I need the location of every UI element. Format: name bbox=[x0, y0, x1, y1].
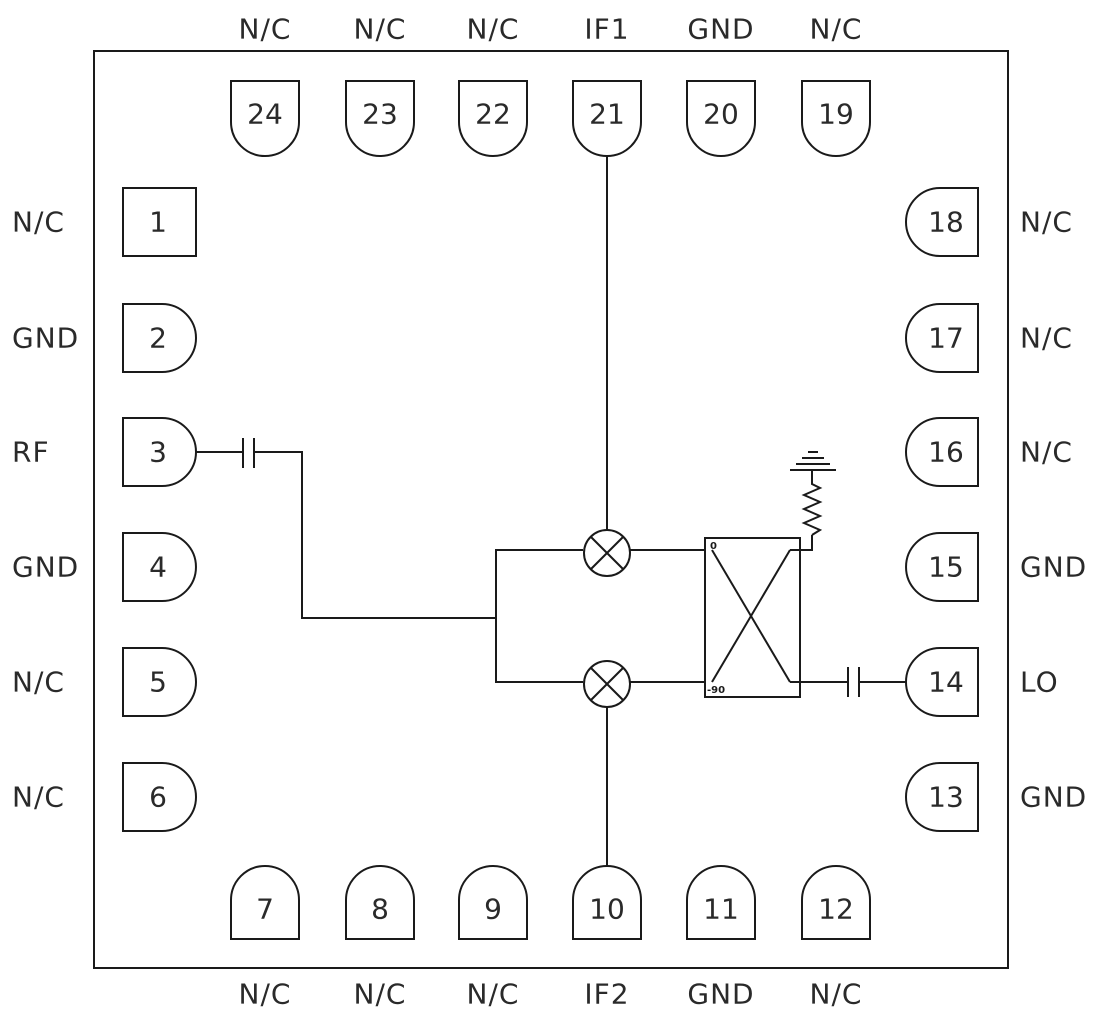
pin-pad-19 bbox=[801, 80, 871, 157]
pin-label-12: N/C bbox=[810, 978, 863, 1011]
pin-label-6: N/C bbox=[12, 781, 65, 814]
pin-pad-13 bbox=[905, 762, 979, 832]
pin-pad-3 bbox=[122, 417, 197, 487]
pin-number-12: 12 bbox=[818, 893, 854, 926]
pin-label-21: IF1 bbox=[584, 13, 629, 46]
pin-label-15: GND bbox=[1020, 551, 1087, 584]
pin-pad-1 bbox=[122, 187, 197, 257]
pin-number-23: 23 bbox=[362, 98, 398, 131]
pin-number-6: 6 bbox=[149, 781, 167, 814]
pin-number-15: 15 bbox=[928, 551, 964, 584]
pin-label-3: RF bbox=[12, 436, 50, 469]
package-outline bbox=[93, 50, 1009, 969]
pin-label-24: N/C bbox=[239, 13, 292, 46]
pin-label-23: N/C bbox=[354, 13, 407, 46]
pin-pad-21 bbox=[572, 80, 642, 157]
pin-label-17: N/C bbox=[1020, 322, 1073, 355]
pin-pad-23 bbox=[345, 80, 415, 157]
pin-number-1: 1 bbox=[149, 206, 167, 239]
pin-number-7: 7 bbox=[256, 893, 274, 926]
pin-pad-22 bbox=[458, 80, 528, 157]
internal-circuit: 0 -90 bbox=[196, 156, 906, 866]
pin-label-7: N/C bbox=[239, 978, 292, 1011]
pin-pad-6 bbox=[122, 762, 197, 832]
pin-label-13: GND bbox=[1020, 781, 1087, 814]
pin-label-4: GND bbox=[12, 551, 79, 584]
pin-pad-12 bbox=[801, 865, 871, 940]
pin-number-22: 22 bbox=[475, 98, 511, 131]
pin-label-8: N/C bbox=[354, 978, 407, 1011]
hybrid-port-90: -90 bbox=[707, 685, 725, 696]
splitter-lower bbox=[495, 618, 583, 683]
pin-pad-8 bbox=[345, 865, 415, 940]
pin-number-13: 13 bbox=[928, 781, 964, 814]
pin-pad-10 bbox=[572, 865, 642, 940]
pin-number-11: 11 bbox=[703, 893, 739, 926]
pin-number-17: 17 bbox=[928, 322, 964, 355]
pin-pad-17 bbox=[905, 303, 979, 373]
pin-number-14: 14 bbox=[928, 666, 964, 699]
pin-number-9: 9 bbox=[484, 893, 502, 926]
pin-number-21: 21 bbox=[589, 98, 625, 131]
pin-label-20: GND bbox=[687, 13, 754, 46]
pin-label-16: N/C bbox=[1020, 436, 1073, 469]
pin-pad-18 bbox=[905, 187, 979, 257]
pin-pad-15 bbox=[905, 532, 979, 602]
pin-pad-9 bbox=[458, 865, 528, 940]
pin-number-8: 8 bbox=[371, 893, 389, 926]
quadrature-hybrid: 0 -90 bbox=[704, 537, 801, 698]
pin-label-11: GND bbox=[687, 978, 754, 1011]
resistor-icon bbox=[801, 470, 823, 536]
pin-number-3: 3 bbox=[149, 436, 167, 469]
mixer-1-icon bbox=[583, 529, 631, 577]
pin-label-22: N/C bbox=[467, 13, 520, 46]
pin-label-10: IF2 bbox=[584, 978, 629, 1011]
pin-pad-11 bbox=[686, 865, 756, 940]
hybrid-port-0: 0 bbox=[710, 541, 717, 552]
pin-label-2: GND bbox=[12, 322, 79, 355]
pin-number-19: 19 bbox=[818, 98, 854, 131]
pin-label-14: LO bbox=[1020, 666, 1059, 699]
termination-trace bbox=[790, 535, 813, 551]
pin-pad-20 bbox=[686, 80, 756, 157]
pin-number-10: 10 bbox=[589, 893, 625, 926]
ground-icon bbox=[790, 451, 836, 471]
pin-number-4: 4 bbox=[149, 551, 167, 584]
pin-pad-14 bbox=[905, 647, 979, 717]
splitter-upper bbox=[495, 549, 583, 618]
pin-number-18: 18 bbox=[928, 206, 964, 239]
pins: 24N/C23N/C22N/C21IF120GND19N/C7N/C8N/C9N… bbox=[12, 13, 1087, 1011]
pin-number-16: 16 bbox=[928, 436, 964, 469]
pin-label-18: N/C bbox=[1020, 206, 1073, 239]
pin-pad-24 bbox=[230, 80, 300, 157]
pin-number-2: 2 bbox=[149, 322, 167, 355]
pin-label-1: N/C bbox=[12, 206, 65, 239]
pin-number-24: 24 bbox=[247, 98, 283, 131]
pin-number-5: 5 bbox=[149, 666, 167, 699]
pin-pad-5 bbox=[122, 647, 197, 717]
pin-pad-16 bbox=[905, 417, 979, 487]
pin-label-9: N/C bbox=[467, 978, 520, 1011]
pin-number-20: 20 bbox=[703, 98, 739, 131]
pin-pad-2 bbox=[122, 303, 197, 373]
pin-label-19: N/C bbox=[810, 13, 863, 46]
rf-trace-to-splitter bbox=[254, 451, 496, 619]
pin-pad-4 bbox=[122, 532, 197, 602]
pin-label-5: N/C bbox=[12, 666, 65, 699]
mixer-2-icon bbox=[583, 660, 631, 708]
pin-pad-7 bbox=[230, 865, 300, 940]
